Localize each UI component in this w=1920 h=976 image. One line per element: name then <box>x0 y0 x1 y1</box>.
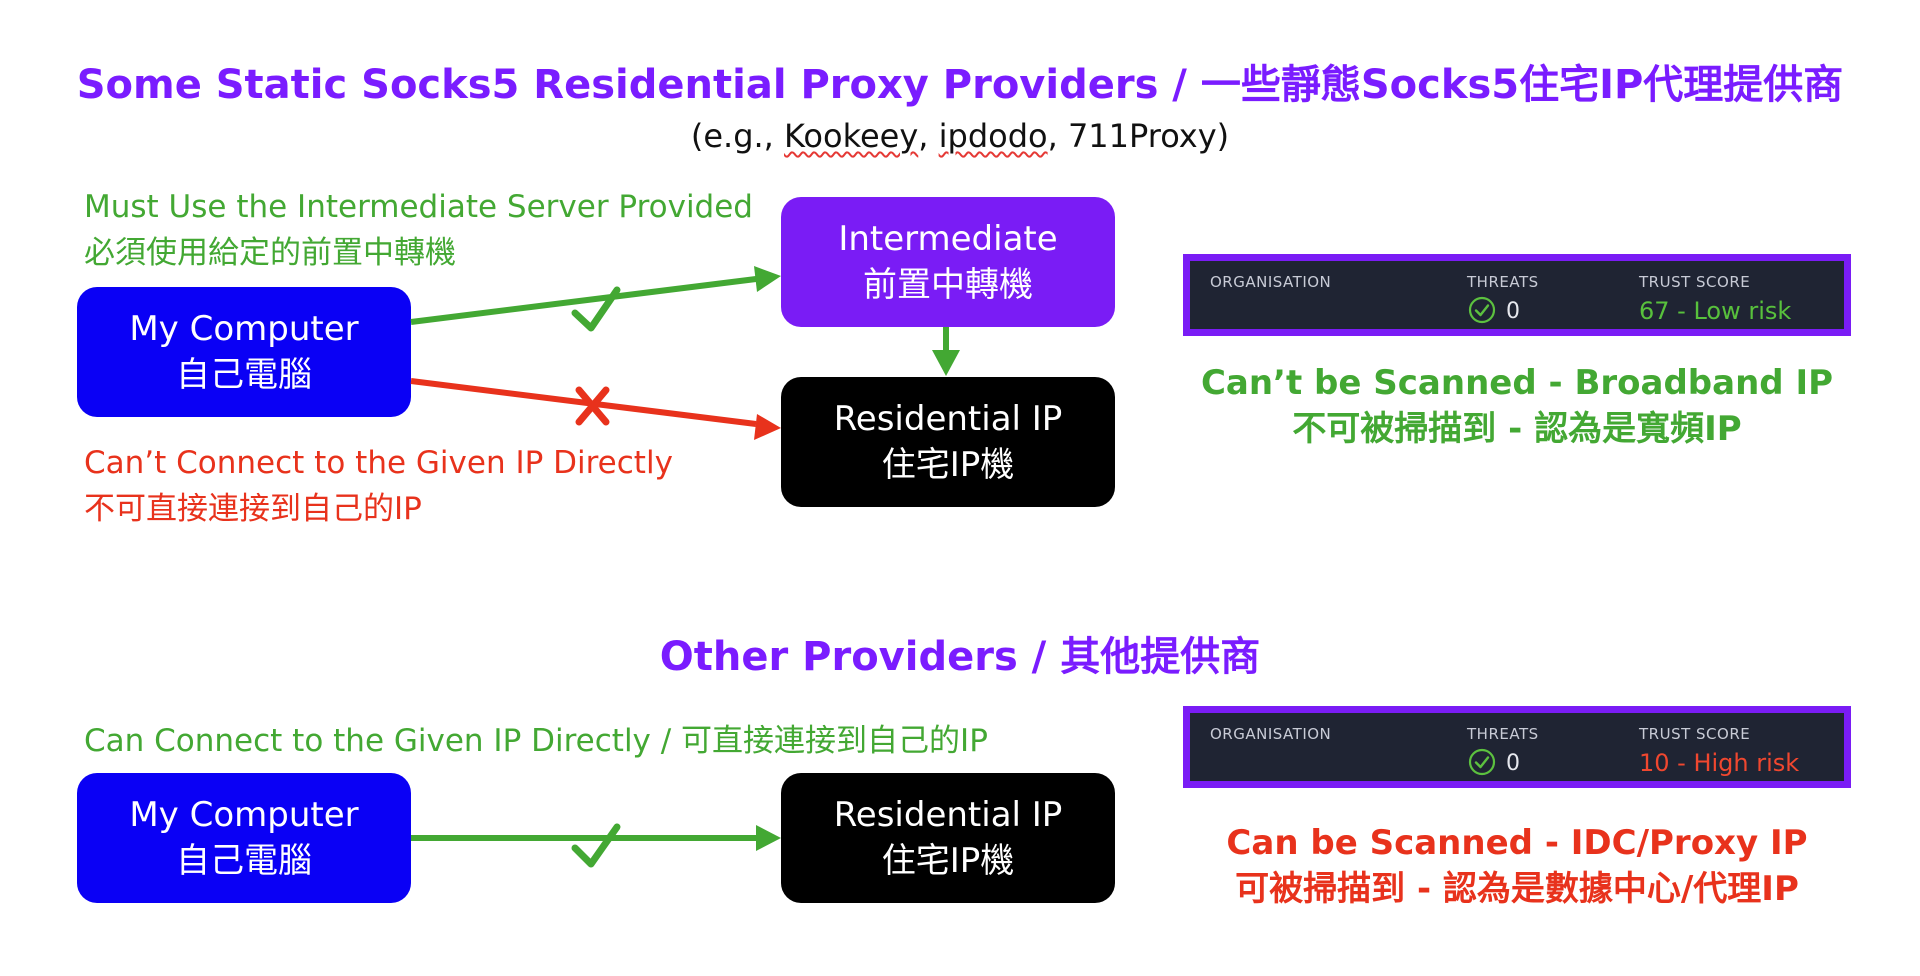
organisation-label-2: ORGANISATION <box>1210 725 1332 743</box>
idc-proxy-verdict: Can be Scanned - IDC/Proxy IP 可被掃描到 - 認為… <box>1183 820 1851 912</box>
ip-score-card-2-body: ORGANISATION THREATS 0 TRUST SCORE 10 - … <box>1190 713 1844 781</box>
ip-score-card-low-risk: ORGANISATION THREATS 0 TRUST SCORE 67 - … <box>1183 254 1851 336</box>
checkmark-icon <box>571 823 621 868</box>
residential-2-label-zh: 住宅IP機 <box>881 841 1015 881</box>
trust-score-label: TRUST SCORE <box>1639 273 1751 291</box>
trust-score-value: 67 - Low risk <box>1639 297 1792 325</box>
organisation-label: ORGANISATION <box>1210 273 1332 291</box>
residential-ip-box-2: Residential IP 住宅IP機 <box>781 773 1115 903</box>
broadband-verdict-zh: 不可被掃描到 - 認為是寬頻IP <box>1292 409 1742 449</box>
my-computer-2-label-zh: 自己電腦 <box>176 841 312 881</box>
section-title-other-providers: Other Providers / 其他提供商 <box>659 634 1261 680</box>
cant-connect-note-zh: 不可直接連接到自己的IP <box>84 491 422 527</box>
trust-score-value-2: 10 - High risk <box>1639 749 1800 777</box>
subtitle-prefix: (e.g., <box>690 117 785 155</box>
threats-label: THREATS <box>1467 273 1539 291</box>
my-computer-box: My Computer 自己電腦 <box>77 287 411 417</box>
must-use-note-en: Must Use the Intermediate Server Provide… <box>84 189 753 225</box>
ip-score-card-body: ORGANISATION THREATS 0 TRUST SCORE 67 - … <box>1190 261 1844 329</box>
must-use-note: Must Use the Intermediate Server Provide… <box>84 184 753 276</box>
intermediate-label-en: Intermediate <box>838 219 1058 259</box>
intermediate-label-zh: 前置中轉機 <box>863 265 1033 305</box>
must-use-note-zh: 必須使用給定的前置中轉機 <box>84 235 456 271</box>
subtitle-separator: , <box>918 117 939 155</box>
broadband-verdict-en: Can’t be Scanned - Broadband IP <box>1200 363 1834 403</box>
page-title: Some Static Socks5 Residential Proxy Pro… <box>76 62 1844 108</box>
arrow-computer-to-residential-blocked <box>410 378 781 440</box>
broadband-verdict: Can’t be Scanned - Broadband IP 不可被掃描到 -… <box>1183 360 1851 452</box>
idc-proxy-verdict-zh: 可被掃描到 - 認為是數據中心/代理IP <box>1235 869 1799 909</box>
page-subtitle: (e.g., Kookeey, ipdodo, 711Proxy) <box>0 117 1920 155</box>
arrow-computer-to-residential-direct <box>411 825 781 851</box>
check-circle-icon <box>1468 296 1496 324</box>
threats-count: 0 <box>1506 299 1520 324</box>
threats-label-2: THREATS <box>1467 725 1539 743</box>
threats-count-2: 0 <box>1506 751 1520 776</box>
intermediate-box: Intermediate 前置中轉機 <box>781 197 1115 327</box>
trust-score-label-2: TRUST SCORE <box>1639 725 1751 743</box>
idc-proxy-verdict-en: Can be Scanned - IDC/Proxy IP <box>1226 823 1808 863</box>
cant-connect-note: Can’t Connect to the Given IP Directly 不… <box>84 440 673 532</box>
residential-label-en: Residential IP <box>833 399 1063 439</box>
residential-label-zh: 住宅IP機 <box>881 445 1015 485</box>
cross-icon <box>575 386 610 426</box>
my-computer-box-2: My Computer 自己電腦 <box>77 773 411 903</box>
check-circle-icon <box>1468 748 1496 776</box>
cant-connect-note-en: Can’t Connect to the Given IP Directly <box>84 445 673 481</box>
residential-2-label-en: Residential IP <box>833 795 1063 835</box>
arrow-intermediate-to-residential <box>932 327 960 376</box>
subtitle-example-ipdodo: ipdodo <box>938 117 1048 155</box>
subtitle-example-kookeey: Kookeey <box>784 117 919 155</box>
residential-ip-box: Residential IP 住宅IP機 <box>781 377 1115 507</box>
my-computer-2-label-en: My Computer <box>129 795 359 835</box>
my-computer-label-zh: 自己電腦 <box>176 355 312 395</box>
subtitle-suffix: , 711Proxy) <box>1047 117 1230 155</box>
ip-score-card-high-risk: ORGANISATION THREATS 0 TRUST SCORE 10 - … <box>1183 706 1851 788</box>
checkmark-icon <box>571 286 621 332</box>
my-computer-label-en: My Computer <box>129 309 359 349</box>
can-connect-note: Can Connect to the Given IP Directly / 可… <box>84 723 988 759</box>
